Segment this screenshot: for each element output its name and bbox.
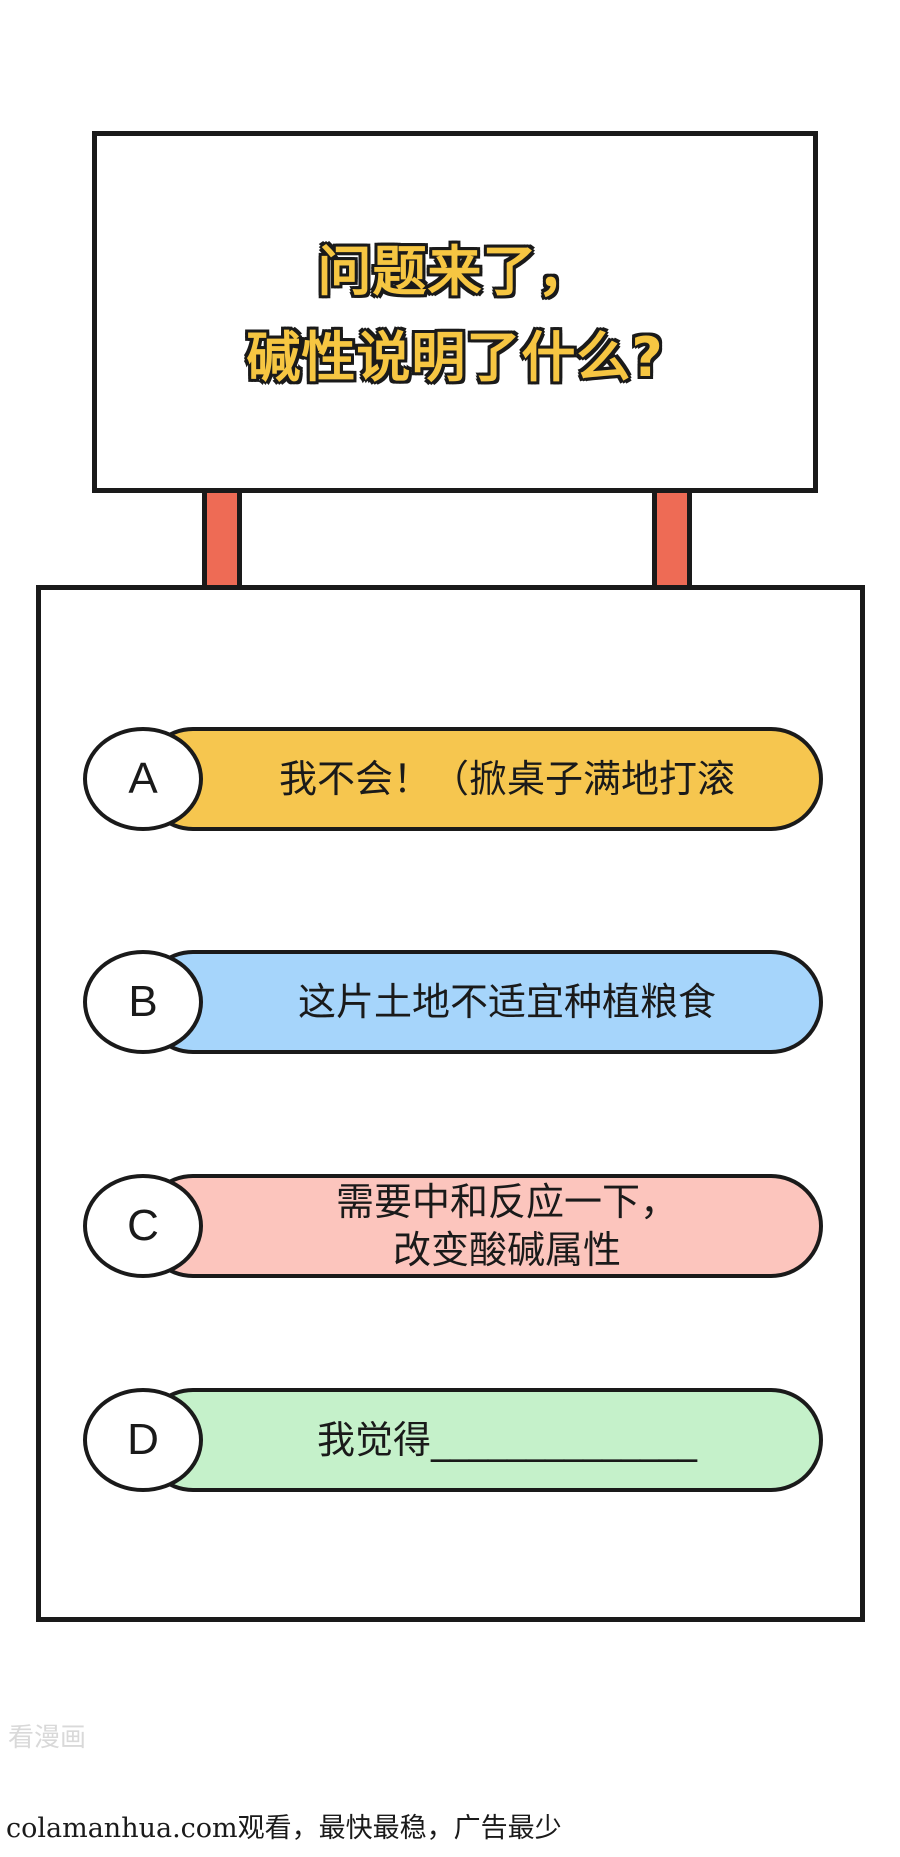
option-d-bar[interactable]: 我觉得______________ <box>141 1388 823 1492</box>
option-b-text: 这片土地不适宜种植粮食 <box>297 980 716 1024</box>
question-line-1: 问题来了， <box>317 240 593 303</box>
option-a-text: 我不会！（掀桌子满地打滚 <box>278 757 735 801</box>
option-b-bar[interactable]: 这片土地不适宜种植粮食 <box>141 950 823 1054</box>
option-a-letter: A <box>128 754 158 803</box>
watermark-text: 看漫画 <box>8 1723 87 1753</box>
option-a-badge: A <box>83 727 203 831</box>
option-a[interactable]: A 我不会！（掀桌子满地打滚 <box>83 727 823 831</box>
option-d-letter: D <box>127 1415 159 1464</box>
option-b-badge: B <box>83 950 203 1054</box>
option-d[interactable]: D 我觉得______________ <box>83 1388 823 1492</box>
question-line-2: 碱性说明了什么? <box>246 326 664 389</box>
option-b-letter: B <box>128 977 158 1026</box>
question-sign: 问题来了， 碱性说明了什么? <box>92 131 818 493</box>
option-a-bar[interactable]: 我不会！（掀桌子满地打滚 <box>141 727 823 831</box>
option-c-letter: C <box>127 1201 159 1250</box>
option-c-bar[interactable]: 需要中和反应一下， 改变酸碱属性 <box>141 1174 823 1278</box>
option-c[interactable]: C 需要中和反应一下， 改变酸碱属性 <box>83 1174 823 1278</box>
footer-text: colamanhua.com观看，最快最稳，广告最少 <box>6 1813 562 1844</box>
sign-post-right <box>652 493 692 587</box>
option-b[interactable]: B 这片土地不适宜种植粮食 <box>83 950 823 1054</box>
option-d-text: 我觉得______________ <box>316 1418 697 1462</box>
option-d-badge: D <box>83 1388 203 1492</box>
option-c-text: 需要中和反应一下， 改变酸碱属性 <box>335 1180 678 1272</box>
sign-post-left <box>202 493 242 587</box>
options-panel: A 我不会！（掀桌子满地打滚 B 这片土地不适宜种植粮食 C 需要中和反应一下，… <box>36 585 865 1622</box>
option-c-badge: C <box>83 1174 203 1278</box>
question-title: 问题来了， 碱性说明了什么? <box>246 229 663 401</box>
